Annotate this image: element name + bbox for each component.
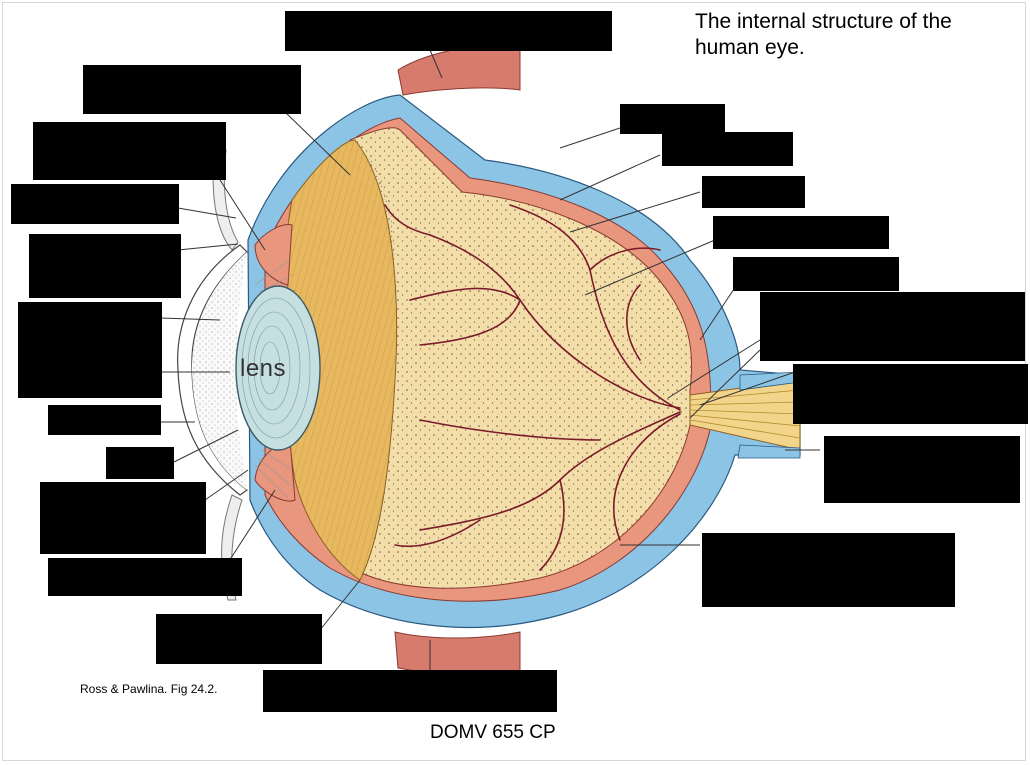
- label-redaction-9: [40, 482, 206, 554]
- label-redaction-15: [702, 176, 805, 208]
- optic-nerve-fibers: [689, 389, 801, 439]
- label-redaction-14: [662, 132, 793, 166]
- label-redaction-16: [713, 216, 889, 249]
- label-redaction-8: [106, 447, 174, 479]
- label-redaction-5: [29, 234, 181, 298]
- label-redaction-21: [702, 533, 955, 607]
- figure-title: The internal structure of the human eye.: [695, 10, 952, 59]
- label-redaction-13: [620, 104, 725, 134]
- iris-lower: [254, 439, 296, 502]
- iris-upper: [254, 224, 293, 286]
- label-redaction-3: [33, 122, 226, 180]
- lens-shape: [235, 285, 321, 451]
- course-code: DOMV 655 CP: [430, 722, 556, 743]
- label-redaction-19: [793, 364, 1028, 424]
- lens-rings: [241, 297, 311, 439]
- figure-credit: Ross & Pawlina. Fig 24.2.: [80, 682, 218, 696]
- label-redaction-7: [48, 405, 161, 435]
- cornea: [177, 244, 249, 496]
- label-redaction-18: [760, 292, 1025, 361]
- vitreous-texture: [350, 127, 692, 589]
- label-redaction-6: [18, 302, 162, 398]
- label-redaction-20: [824, 436, 1020, 503]
- leader-lines: [159, 49, 820, 672]
- label-redaction-1: [285, 11, 612, 51]
- superior-muscle: [397, 45, 521, 96]
- label-redaction-4: [11, 184, 179, 224]
- optic-sheath-bottom: [737, 444, 801, 459]
- label-redaction-2: [83, 65, 301, 114]
- label-redaction-12: [263, 670, 557, 712]
- ciliary-fibers: [286, 140, 397, 580]
- label-redaction-11: [156, 614, 322, 664]
- label-redaction-10: [48, 558, 242, 596]
- label-redaction-17: [733, 257, 899, 291]
- lens-label: lens: [240, 355, 287, 382]
- retinal-vessels: [384, 204, 681, 571]
- anterior-chamber-texture: [192, 252, 247, 490]
